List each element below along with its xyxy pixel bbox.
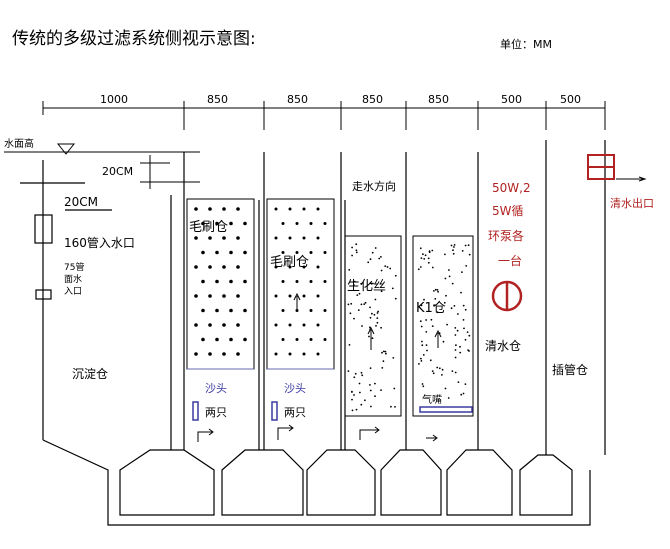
diagram-title: 传统的多级过滤系统侧视示意图:	[12, 29, 256, 49]
sand-head-1-label: 沙头	[205, 382, 227, 395]
unit-label: 单位：MM	[500, 37, 552, 51]
two-pcs-2-label: 两只	[284, 406, 306, 419]
inlet-pipe	[20, 160, 112, 440]
gap-20cm-top: 20CM	[102, 165, 133, 178]
dim-label: 1000	[100, 93, 128, 106]
k1-bin	[412, 235, 474, 417]
dim-label: 500	[501, 93, 522, 106]
brush-bin-2	[266, 198, 335, 370]
water-level-triangle-icon	[56, 143, 76, 155]
pump-label-1: 50W,2	[492, 181, 531, 195]
brush-bin-1	[186, 198, 255, 370]
sand-head-2	[271, 401, 278, 421]
two-pcs-1-label: 两只	[205, 406, 227, 419]
biochem-silk-label: 生化丝	[347, 279, 386, 294]
water-level-marker: 水面高	[4, 137, 200, 155]
pump-label-4: 一台	[498, 253, 522, 268]
water-level-label: 水面高	[4, 137, 34, 150]
outlet-valve-icon	[587, 154, 615, 180]
dimension-labels: 1000 850 850 850 850 500 500	[100, 93, 581, 106]
brush-bin-2-label: 毛刷仓	[270, 255, 309, 270]
dim-label: 850	[287, 93, 308, 106]
pump-label-2: 5W循	[492, 204, 524, 218]
sand-head-icon	[271, 401, 278, 421]
flow-direction-label: 走水方向	[352, 179, 396, 193]
inlet-75-label-1: 75管	[64, 261, 84, 273]
gap-20cm-left: 20CM	[64, 195, 98, 209]
flow-arrows	[197, 176, 647, 442]
pipe-bin-label: 插管仓	[552, 362, 588, 377]
gap-marker-top	[140, 155, 200, 189]
inlet-75-label-3: 入口	[64, 286, 82, 297]
air-stone-label: 气嘴	[422, 393, 442, 406]
sedimentation-bin	[42, 195, 591, 526]
dim-label: 850	[428, 93, 449, 106]
dim-label: 850	[207, 93, 228, 106]
sand-head-2-label: 沙头	[284, 382, 306, 395]
clear-water-bin-label: 清水仓	[485, 339, 521, 353]
dim-label: 500	[560, 93, 581, 106]
sedimentation-label: 沉淀仓	[72, 367, 108, 381]
brush-bin-1-label: 毛刷仓	[189, 220, 228, 235]
clear-water-outlet-label: 清水出口	[610, 196, 654, 210]
inlet-160-label: 160管入水口	[64, 235, 135, 250]
hopper-bottoms	[119, 449, 573, 516]
dimension-line	[42, 101, 606, 130]
sand-head-1	[192, 401, 199, 421]
sand-head-icon	[192, 401, 199, 421]
pump-icon	[491, 280, 523, 312]
dim-label: 850	[362, 93, 383, 106]
biochem-silk-bin	[344, 235, 402, 417]
inlet-75-label-2: 面水	[64, 273, 82, 285]
k1-label: K1仓	[416, 301, 446, 316]
pump-label-3: 环泵各	[488, 228, 524, 243]
